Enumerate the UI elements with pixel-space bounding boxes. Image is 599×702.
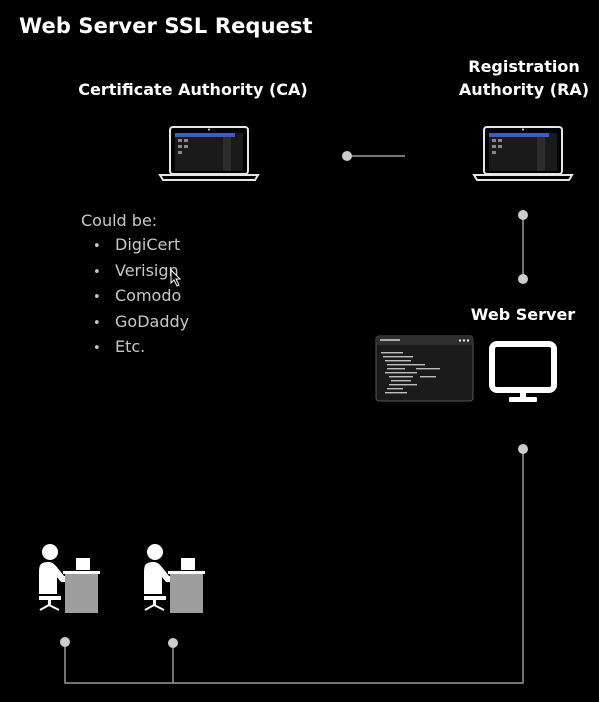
list-item: •Etc. (93, 337, 146, 357)
ra-label-line1: Registration (468, 57, 580, 76)
list-item: •GoDaddy (93, 311, 190, 331)
connector-dot (518, 444, 528, 454)
connector-dot (60, 637, 70, 647)
connector-dot (518, 210, 528, 220)
clients-webserver-connector (64, 449, 524, 684)
ra-label: Registration Authority (RA) (440, 55, 599, 101)
list-item: •Verisign (93, 260, 179, 280)
terminal-window-icon (375, 335, 474, 402)
ca-examples-list: •DigiCert •Verisign •Comodo •GoDaddy •Et… (93, 233, 189, 361)
list-item: •DigiCert (93, 235, 181, 254)
list-item: •Comodo (93, 286, 182, 306)
user-at-computer-icon (39, 544, 100, 613)
mouse-pointer-icon (170, 268, 182, 287)
web-server-label: Web Server (470, 305, 576, 324)
monitor-icon (489, 341, 557, 402)
connector-dot (168, 638, 178, 648)
connectors (64, 155, 524, 684)
laptop-icon (158, 126, 260, 181)
ca-examples-heading: Could be: (81, 211, 158, 230)
ca-label: Certificate Authority (CA) (78, 80, 308, 99)
ra-label-line2: Authority (RA) (458, 80, 590, 99)
laptop-icon (472, 126, 574, 181)
page-title: Web Server SSL Request (19, 14, 313, 38)
connector-dot (342, 151, 352, 161)
connector-dot (518, 274, 528, 284)
connector-dots (60, 151, 528, 648)
user-at-computer-icon (144, 544, 205, 613)
